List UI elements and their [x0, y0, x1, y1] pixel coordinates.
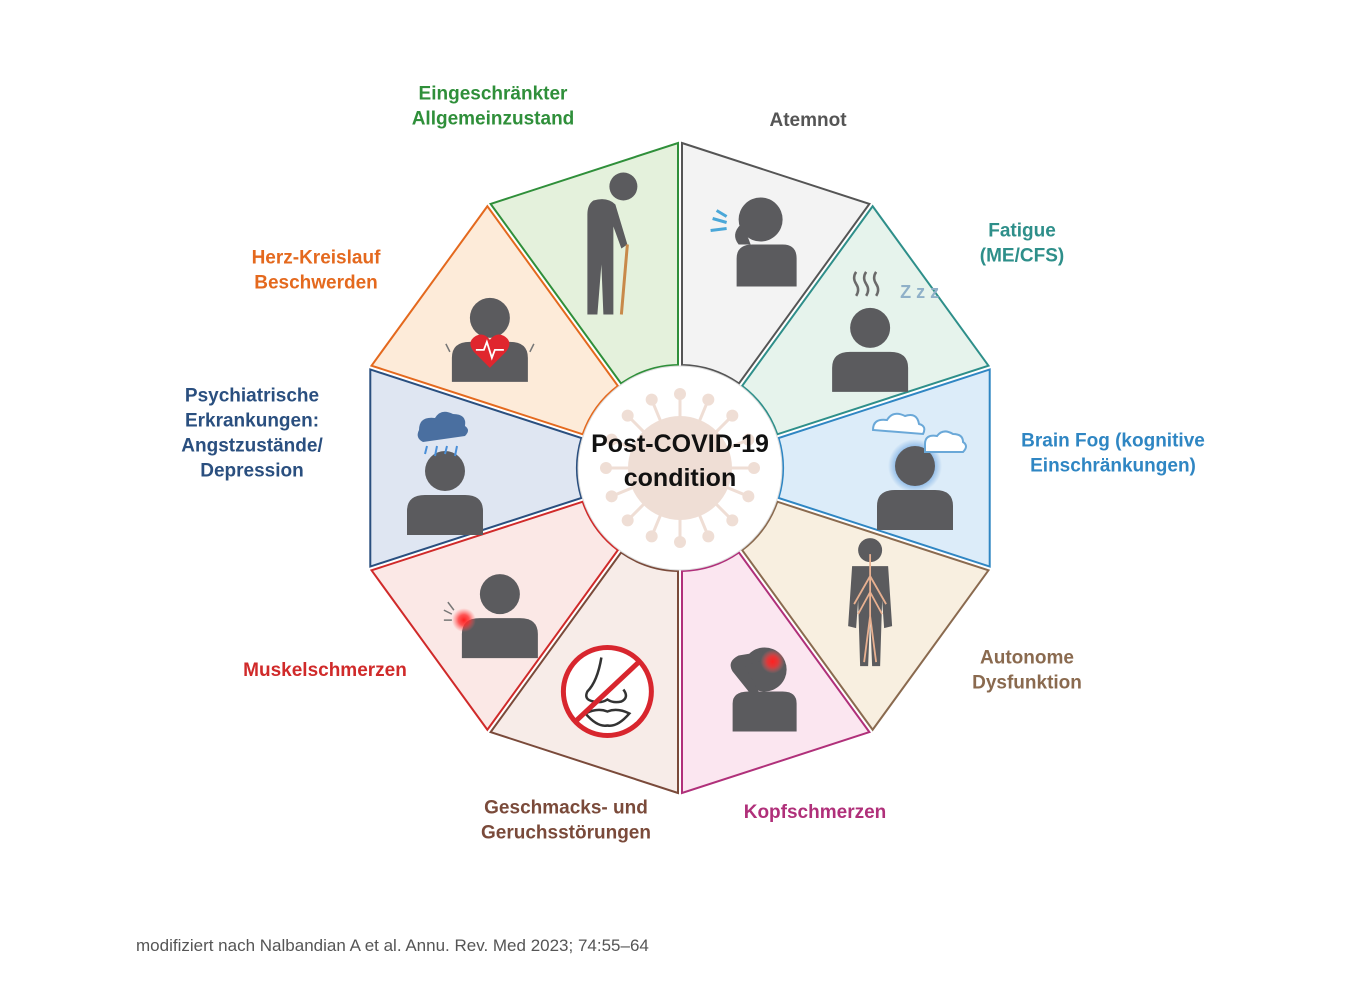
label-psychiatrisch-line3: Angstzustände/ — [181, 436, 323, 457]
center-title-line2: condition — [624, 464, 736, 492]
label-psychiatrisch-line4: Depression — [200, 461, 303, 482]
nervous-system-icon — [848, 538, 893, 667]
label-fatigue-line2: (ME/CFS) — [980, 246, 1064, 267]
label-fatigue-line1: Fatigue — [988, 221, 1056, 242]
label-allgemein-line2: Allgemeinzustand — [412, 109, 575, 130]
rain-cloud-head-icon — [407, 411, 483, 535]
segment-brain-fog — [777, 368, 991, 568]
no-smell-taste-icon — [560, 644, 654, 738]
label-psychiatrisch-line2: Erkrankungen: — [185, 411, 319, 432]
label-kopfschmerzen-line1: Kopfschmerzen — [744, 802, 887, 823]
label-autonome-line1: Autonome — [980, 648, 1074, 669]
citation: modifiziert nach Nalbandian A et al. Ann… — [136, 936, 649, 955]
segment-wedge-allgemein — [488, 141, 679, 385]
tired-person-icon: Z z z — [832, 271, 939, 392]
label-muskel-line1: Muskelschmerzen — [243, 660, 407, 681]
segment-fatigue: Z z z — [740, 204, 991, 436]
label-geschmack-line2: Geruchsstörungen — [481, 823, 651, 844]
segment-geschmack — [488, 551, 679, 795]
segment-autonome — [740, 500, 991, 732]
segment-atemnot — [681, 141, 872, 385]
elderly-cane-icon — [587, 172, 638, 315]
label-brain-fog-line1: Brain Fog (kognitive — [1021, 431, 1205, 452]
coughing-person-icon — [710, 197, 797, 287]
svg-text:Z z z: Z z z — [900, 282, 939, 302]
label-allgemein-line1: Eingeschränkter — [419, 84, 568, 105]
heart-chest-icon — [445, 297, 535, 382]
segment-kopfschmerzen — [681, 551, 872, 795]
label-herz-line1: Herz-Kreislauf — [252, 248, 381, 269]
virus-icon — [600, 388, 760, 548]
segment-wedge-muskel — [369, 500, 620, 732]
label-brain-fog-line2: Einschränkungen) — [1030, 456, 1196, 477]
foggy-head-icon — [871, 412, 967, 530]
center-title-line1: Post-COVID-19 — [591, 430, 769, 458]
center-circle — [577, 365, 783, 571]
center-hub: Post-COVID-19 condition — [577, 365, 783, 571]
headache-icon — [730, 647, 797, 732]
label-autonome-line2: Dysfunktion — [972, 673, 1082, 694]
shoulder-pain-icon — [443, 574, 538, 659]
segment-muskel — [369, 500, 620, 732]
label-geschmack-line1: Geschmacks- und — [484, 798, 648, 819]
label-psychiatrisch-line1: Psychiatrische — [185, 386, 319, 407]
segment-herz — [369, 204, 620, 436]
label-herz-line2: Beschwerden — [254, 273, 378, 294]
segment-psychiatrisch — [369, 368, 583, 568]
label-atemnot-line1: Atemnot — [769, 110, 847, 131]
segment-allgemein — [488, 141, 679, 385]
